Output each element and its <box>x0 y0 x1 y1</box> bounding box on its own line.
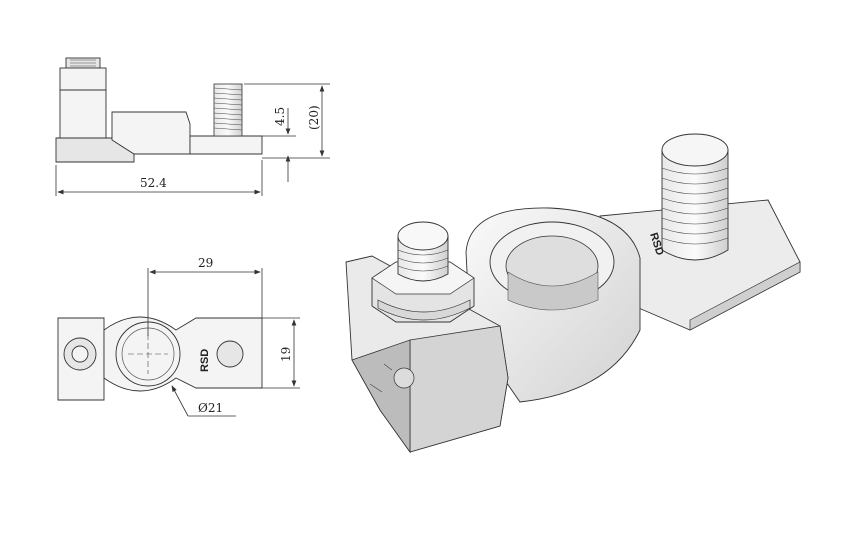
top-view: RSD 29 19 Ø21 <box>57 256 300 417</box>
dim-height: (20) <box>307 105 321 130</box>
side-base <box>55 137 135 163</box>
dim-overall-length: 52.4 <box>140 176 167 190</box>
top-bolt <box>71 345 89 363</box>
side-nut <box>59 67 107 91</box>
dim-width: 19 <box>279 347 293 362</box>
side-lug <box>111 111 191 155</box>
side-view: 52.4 (20) 4.5 <box>55 57 330 196</box>
dim-stud-offset: 4.5 <box>273 107 287 126</box>
top-mark: RSD <box>199 349 211 372</box>
side-threaded-stud <box>213 83 243 137</box>
side-tab <box>189 135 263 155</box>
dim-bore-diameter: Ø21 <box>198 401 223 415</box>
iso-washer <box>377 299 471 321</box>
dim-center-distance: 29 <box>198 256 213 270</box>
isometric-view: RSD + <box>345 133 801 454</box>
side-clamp-body <box>59 89 107 139</box>
top-stud-hole <box>216 340 244 368</box>
